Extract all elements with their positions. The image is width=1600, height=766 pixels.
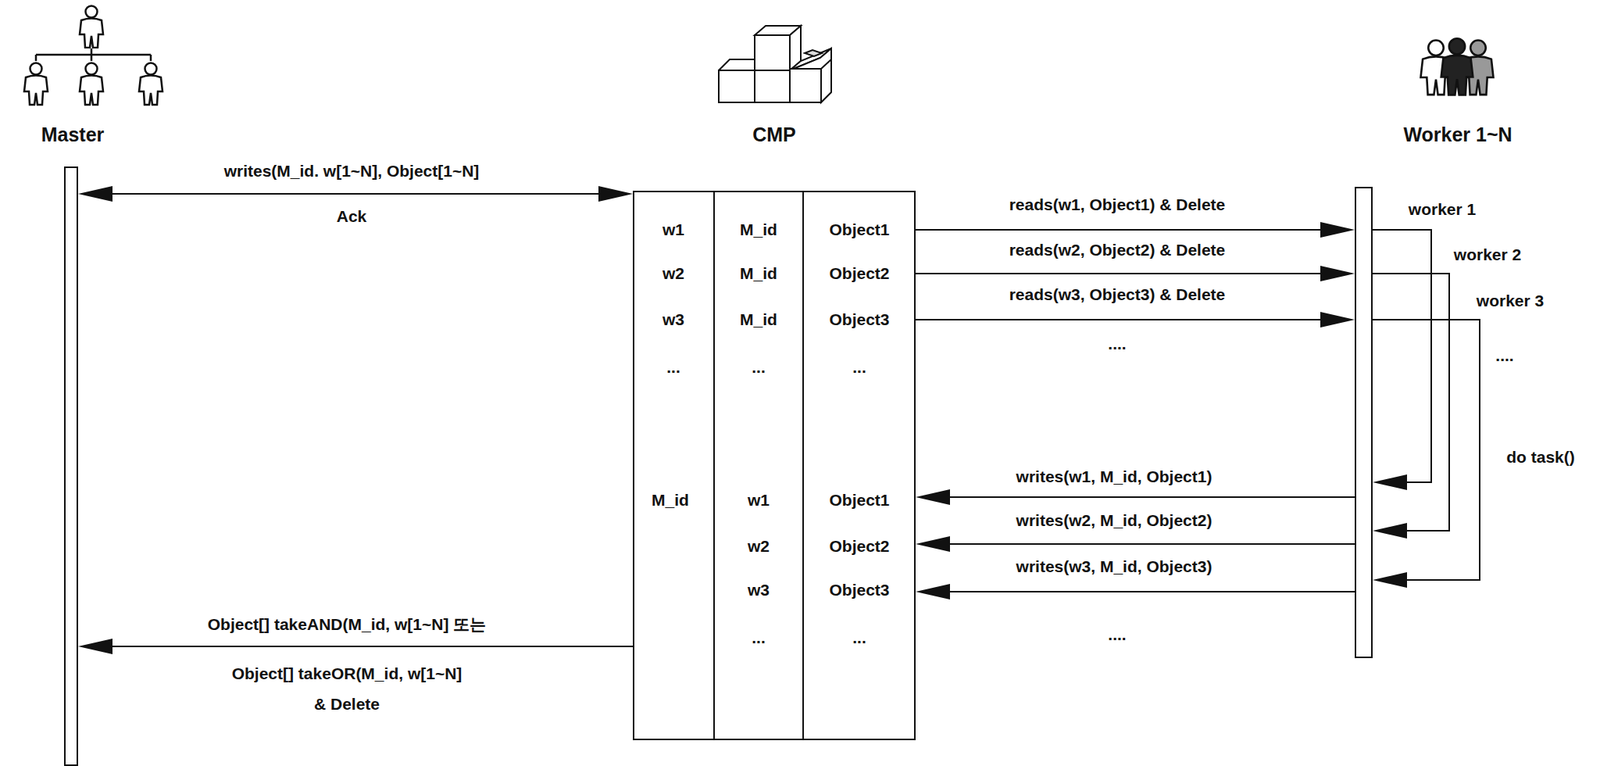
message-label: reads(w1, Object1) & Delete xyxy=(1009,195,1226,215)
lifeline-heading: Master xyxy=(41,123,105,147)
table-cell: ... xyxy=(751,628,766,647)
ellipsis-label: .... xyxy=(1107,334,1126,354)
message-arrow xyxy=(915,583,1355,600)
message-arrow xyxy=(915,489,1355,505)
worker-label: worker 2 xyxy=(1453,245,1522,265)
table-cell: w3 xyxy=(662,310,685,329)
table-cell: Object2 xyxy=(828,264,890,283)
worker-label: worker 1 xyxy=(1408,200,1476,219)
worker-icon xyxy=(1421,38,1494,95)
message-label: reads(w2, Object2) & Delete xyxy=(1009,240,1226,260)
table-cell: w2 xyxy=(662,264,685,283)
message-arrow xyxy=(915,221,1355,238)
message-label: & Delete xyxy=(314,694,380,714)
lifeline-heading: Worker 1~N xyxy=(1403,123,1512,147)
ellipsis-label: .... xyxy=(1495,346,1514,365)
message-label: writes(M_id. w[1~N], Object[1~N] xyxy=(224,161,480,181)
ellipsis-label: .... xyxy=(1107,625,1126,644)
table-cell: Object1 xyxy=(828,490,890,510)
lifeline-heading: CMP xyxy=(752,123,797,147)
message-arrow xyxy=(915,311,1355,328)
message-arrow xyxy=(78,638,633,654)
worker-label: worker 3 xyxy=(1476,291,1544,311)
master-lifeline: Master xyxy=(64,166,79,766)
message-label: writes(w3, M_id, Object3) xyxy=(1016,557,1213,576)
table-cell: Object1 xyxy=(828,220,890,240)
table-cell: M_id xyxy=(739,220,778,240)
table-cell: ... xyxy=(666,357,681,377)
table-cell: w1 xyxy=(662,220,685,240)
table-cell: M_id xyxy=(739,310,778,329)
message-arrow xyxy=(915,535,1355,552)
table-cell: ... xyxy=(852,628,867,647)
master-icon xyxy=(24,6,163,106)
loop-arrowhead xyxy=(1372,474,1408,588)
table-cell: M_id xyxy=(651,490,690,510)
worker-lifeline: Worker 1~N xyxy=(1354,186,1373,658)
table-cell: ... xyxy=(751,357,766,377)
table-cell: Object3 xyxy=(828,310,890,329)
worker-loop xyxy=(1372,229,1480,580)
table-cell: w2 xyxy=(747,536,770,556)
cmp-icon xyxy=(718,25,832,103)
table-cell: Object3 xyxy=(828,580,890,600)
message-label: writes(w2, M_id, Object2) xyxy=(1016,510,1213,530)
message-label: Object[] takeOR(M_id, w[1~N] xyxy=(232,664,463,683)
table-cell: w3 xyxy=(747,580,770,600)
task-label: do task() xyxy=(1506,447,1575,467)
table-cell: ... xyxy=(852,357,867,377)
message-label: writes(w1, M_id, Object1) xyxy=(1016,467,1213,486)
message-arrow xyxy=(78,185,633,202)
table-cell: w1 xyxy=(747,490,770,510)
message-label: Object[] takeAND(M_id, w[1~N] 또는 xyxy=(207,613,486,636)
table-cell: M_id xyxy=(739,264,778,283)
table-cell: Object2 xyxy=(828,536,890,556)
message-arrow xyxy=(915,265,1355,282)
message-label: reads(w3, Object3) & Delete xyxy=(1009,285,1226,304)
ack-label: Ack xyxy=(336,207,368,226)
